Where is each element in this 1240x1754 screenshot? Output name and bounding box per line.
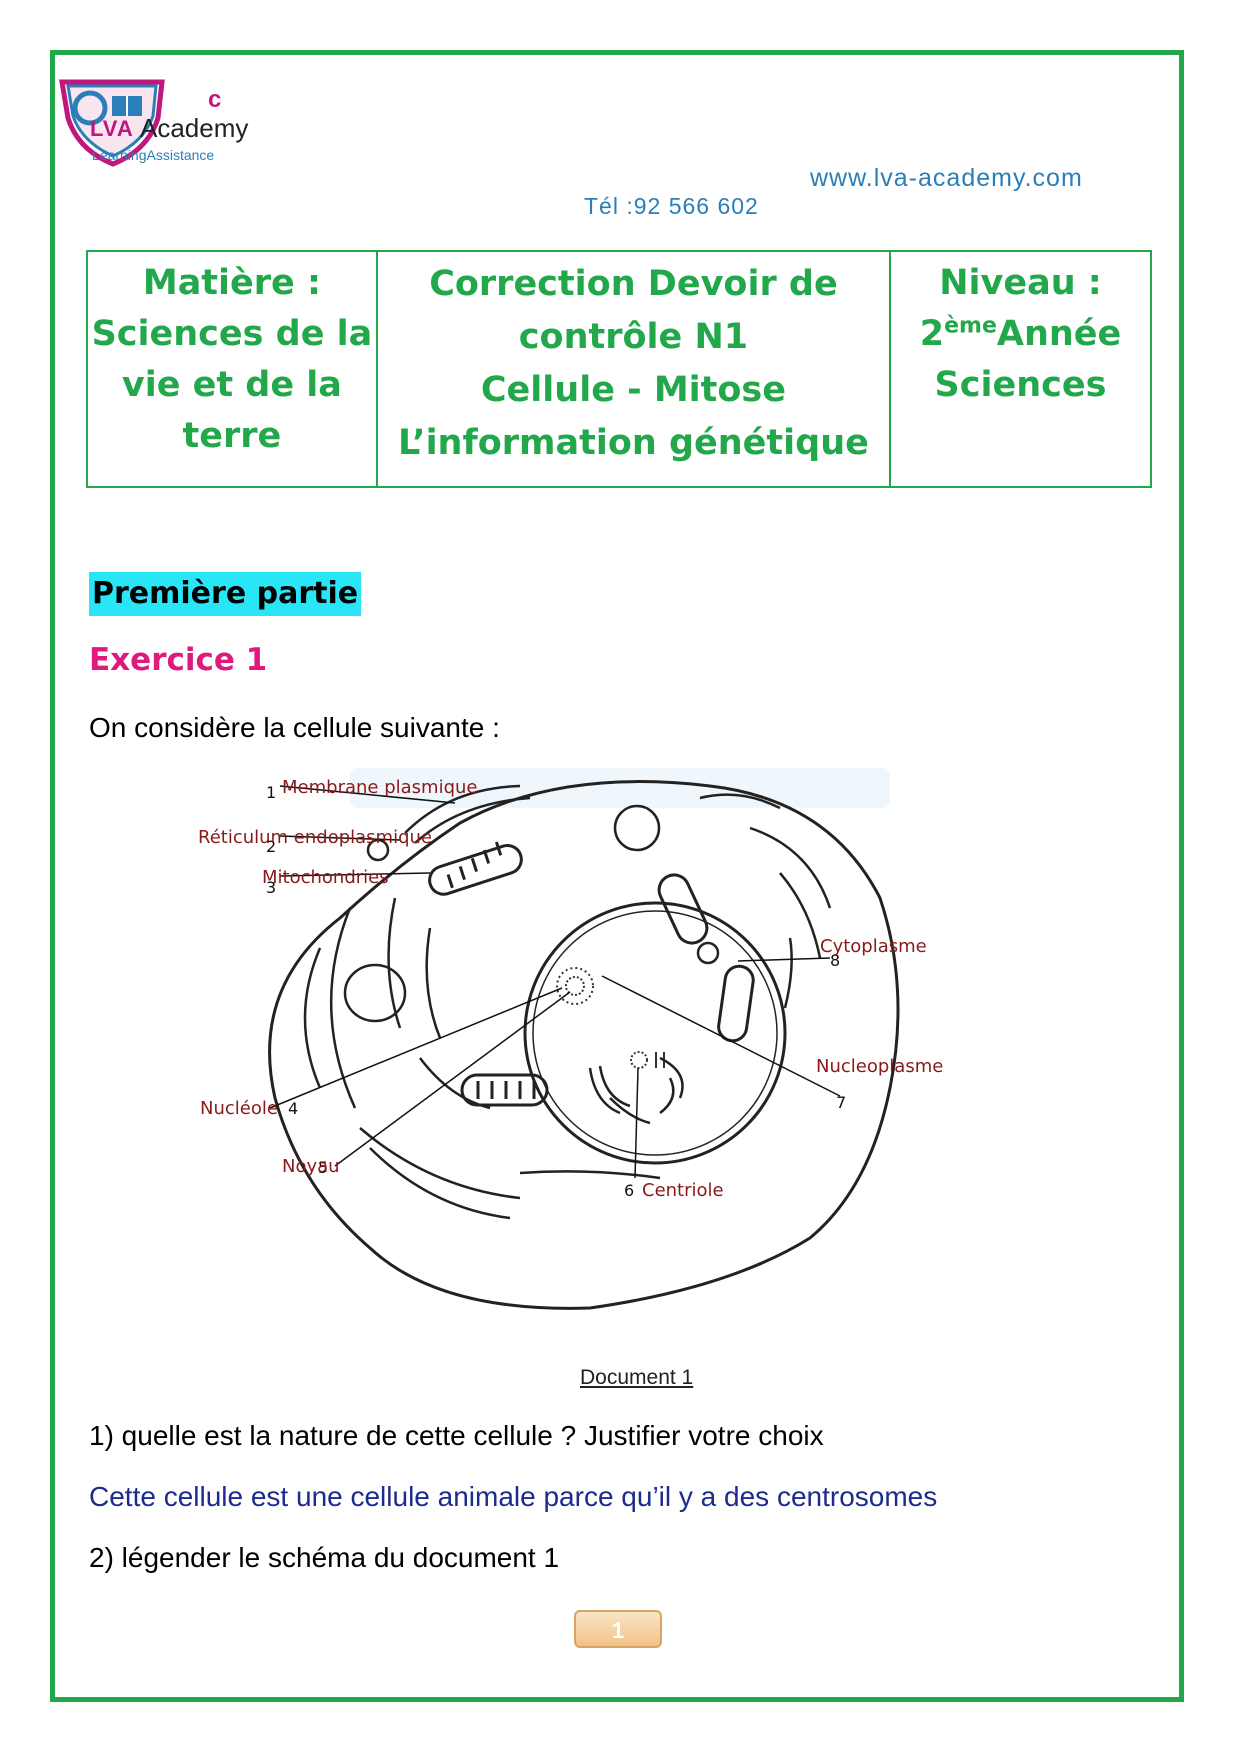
label-number: 3 <box>266 878 276 897</box>
label-number: 6 <box>624 1181 634 1200</box>
level-year-word: Année <box>996 314 1122 354</box>
document-caption: Document 1 <box>580 1366 694 1389</box>
label-nucleoplasm: Nucleoplasme <box>816 1056 943 1077</box>
nucleolus-shape <box>556 967 594 1005</box>
nucleus-shape <box>523 901 787 1165</box>
answer-1: Cette cellule est une cellule animale pa… <box>89 1481 938 1512</box>
label-reticulum: Réticulum endoplasmique <box>198 827 432 848</box>
reticulum-shapes <box>303 784 832 1220</box>
label-number: 1 <box>266 783 276 802</box>
title-line: contrôle N1 <box>518 317 749 357</box>
label-nucleolus: Nucléole <box>200 1098 278 1119</box>
page-border <box>50 50 1184 1702</box>
label-number: 4 <box>288 1099 298 1118</box>
mitochondria-shapes <box>428 841 755 1107</box>
subject-cell: Matière : Sciences de la vie et de la te… <box>86 250 378 488</box>
logo-tagline: LearningAssistance <box>92 147 215 163</box>
logo-letter: c <box>208 86 222 113</box>
label-membrane: Membrane plasmique <box>282 777 477 798</box>
label-cytoplasm: Cytoplasme <box>820 936 927 957</box>
level-label: Niveau : <box>939 263 1102 303</box>
label-nucleus: Noyau <box>282 1156 340 1177</box>
level-year: 2èmeAnnée <box>892 309 1149 360</box>
subject-line: Matière : <box>142 263 321 303</box>
level-sup: ème <box>944 313 997 339</box>
level-stream: Sciences <box>934 365 1107 405</box>
page-number: 1 <box>574 1610 662 1648</box>
intro-text: On considère la cellule suivante : <box>89 712 500 743</box>
subject-line: terre <box>182 416 282 456</box>
label-number: 5 <box>318 1158 328 1177</box>
phone-number: Tél :92 566 602 <box>584 193 759 219</box>
label-number: 2 <box>266 837 276 856</box>
exercise-heading: Exercice 1 <box>89 642 268 678</box>
website-link[interactable]: www.lva-academy.com <box>810 164 1083 192</box>
title-line: L’information génétique <box>398 423 869 463</box>
question-2: 2) légender le schéma du document 1 <box>89 1542 560 1573</box>
subject-line: Sciences de la <box>91 314 373 354</box>
cell-membrane <box>268 780 900 1310</box>
header-table: Matière : Sciences de la vie et de la te… <box>86 250 1152 488</box>
label-mitochondria: Mitochondries <box>262 867 389 888</box>
label-number: 8 <box>830 951 840 970</box>
subject-line: vie et de la <box>121 365 342 405</box>
logo-brand: Academy <box>140 113 249 143</box>
label-centriole: Centriole <box>642 1180 724 1201</box>
centriole-shape <box>630 1051 648 1069</box>
level-cell: Niveau : 2èmeAnnée Sciences <box>889 250 1152 488</box>
level-number: 2 <box>919 314 945 354</box>
logo-lva-text: LVA <box>90 116 134 141</box>
title-cell: Correction Devoir de contrôle N1 Cellule… <box>375 250 892 488</box>
cell-diagram: 1 2 3 4 5 6 7 8 Membrane plasmique Rétic… <box>198 768 943 1310</box>
lva-logo-icon <box>59 79 165 167</box>
label-number: 7 <box>836 1093 846 1112</box>
title-line: Cellule - Mitose <box>480 370 786 410</box>
question-1: 1) quelle est la nature de cette cellule… <box>89 1420 824 1451</box>
title-line: Correction Devoir de <box>429 264 838 304</box>
part-heading: Première partie <box>89 572 362 616</box>
